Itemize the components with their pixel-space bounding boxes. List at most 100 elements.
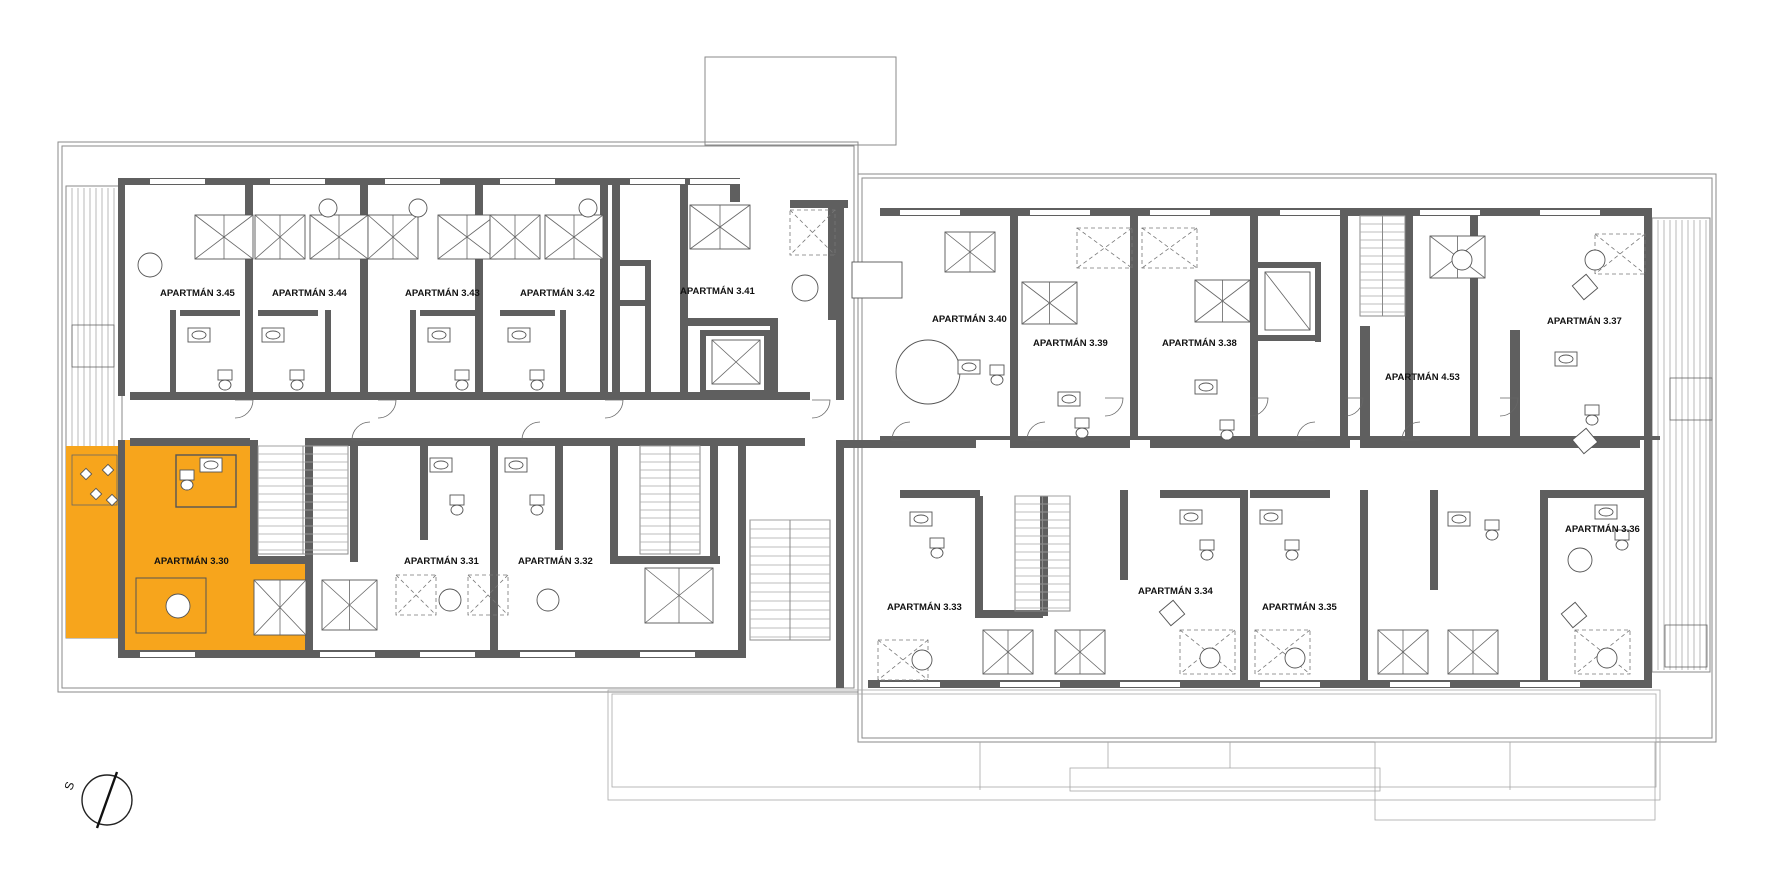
window [1420,210,1480,215]
toilet [1484,519,1500,531]
armchair [1571,273,1599,301]
sink-basin [203,460,219,470]
dashed-outline [1594,233,1646,275]
round-table [408,198,428,218]
dashed-diagonal [467,574,509,616]
door-swing [1249,397,1269,417]
door-swing [1401,421,1421,441]
toilet [529,369,545,381]
terrace-table [71,324,115,368]
armchair [1571,427,1599,455]
unit-label-3-40: APARTMÁN 3.40 [932,314,1007,325]
door-swing [811,399,831,419]
door-swing [891,421,911,441]
window [690,179,745,184]
toilet-bowl [930,547,944,559]
dashed-outline [789,209,836,256]
window [420,652,475,657]
toilet-bowl [1075,427,1089,439]
terrace-chair [101,463,115,477]
unit-label-3-36: APARTMÁN 3.36 [1565,524,1640,535]
unit-label-3-43: APARTMÁN 3.43 [405,288,480,299]
toilet [529,494,545,506]
window [1030,210,1090,215]
unit-label-3-37: APARTMÁN 3.37 [1547,316,1622,327]
dashed-outline [395,574,437,616]
unit-label-3-34: APARTMÁN 3.34 [1138,586,1213,597]
unit-label-3-39: APARTMÁN 3.39 [1033,338,1108,349]
door-swing [604,399,624,419]
toilet-bowl [218,379,232,391]
toilet-bowl [180,479,194,491]
sink-basin [1183,512,1199,522]
furniture [71,198,1713,681]
door-swing [234,399,254,419]
toilet [289,369,305,381]
toilet-bowl [1200,549,1214,561]
window [270,179,325,184]
windows [140,179,1600,687]
balcony-right [1651,217,1711,673]
window [630,179,685,184]
sink-basin [1558,354,1574,364]
sink-basin [1451,514,1467,524]
window [1150,210,1210,215]
dashed-diagonal [395,574,437,616]
door-swing [1296,421,1316,441]
round-table [1451,249,1473,271]
dashed-diagonal [1254,629,1311,675]
toilet-bowl [530,504,544,516]
round-table [578,198,598,218]
bathroom [175,454,237,508]
sink-basin [191,330,207,340]
door-swing [377,399,397,419]
window [1000,682,1060,687]
unit-label-3-33: APARTMÁN 3.33 [887,602,962,613]
window [880,682,940,687]
window [520,652,575,657]
north-arrow-icon: S [61,771,133,829]
door-swing [521,421,541,441]
stairs [257,215,1406,641]
round-table [137,252,163,278]
sink-basin [508,460,524,470]
toilet [1199,539,1215,551]
window [150,179,205,184]
dashed-outline [1076,227,1133,269]
terrace-outlines [57,56,1717,821]
dashed-diagonal [1076,227,1133,269]
unit-label-3-32: APARTMÁN 3.32 [518,556,593,567]
armchair [1560,601,1588,629]
armchair [1158,599,1186,627]
unit-label-3-38: APARTMÁN 3.38 [1162,338,1237,349]
sink-basin [265,330,281,340]
dashed-diagonal [1594,233,1646,275]
toilet-bowl [1485,529,1499,541]
toilet-bowl [450,504,464,516]
window [500,179,555,184]
toilet-bowl [1220,429,1234,441]
toilet [1584,404,1600,416]
round-table [1284,647,1306,669]
round-table [791,274,819,302]
unit-label-3-35: APARTMÁN 3.35 [1262,602,1337,613]
sink-basin [961,362,977,372]
unit-label-3-31: APARTMÁN 3.31 [404,556,479,567]
toilet-bowl [990,374,1004,386]
window [1120,682,1180,687]
round-table [895,339,961,405]
sink-basin [433,460,449,470]
terrace-chair [89,487,103,501]
toilet [217,369,233,381]
unit-label-3-30: APARTMÁN 3.30 [154,556,229,567]
toilet [454,369,470,381]
window [1390,682,1450,687]
dashed-outline [1574,629,1631,675]
sofa [851,261,903,299]
sink-basin [431,330,447,340]
terrace-table [1664,624,1708,668]
toilet-bowl [1285,549,1299,561]
door-swing [1104,397,1124,417]
toilet-bowl [1615,539,1629,551]
